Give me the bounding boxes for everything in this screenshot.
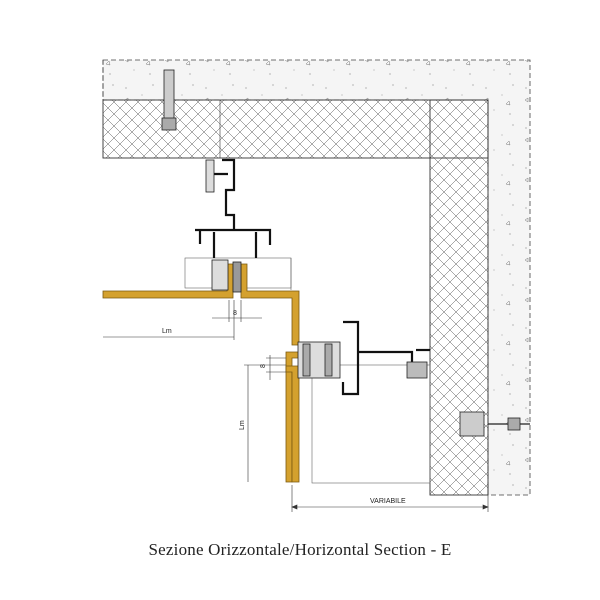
dimension-gap-vertical: 8 <box>260 364 267 368</box>
dimension-gap-horizontal: 8 <box>233 310 237 317</box>
dimension-lines <box>103 300 489 512</box>
dimension-variabile: VARIABILE <box>370 498 406 505</box>
section-caption: Sezione Orizzontale/Horizontal Section -… <box>148 540 452 559</box>
dimension-lm-horizontal: Lm <box>162 328 172 335</box>
facade-panels <box>102 263 321 483</box>
dimension-lm-vertical: Lm <box>239 420 246 430</box>
fixing-details <box>161 69 530 437</box>
